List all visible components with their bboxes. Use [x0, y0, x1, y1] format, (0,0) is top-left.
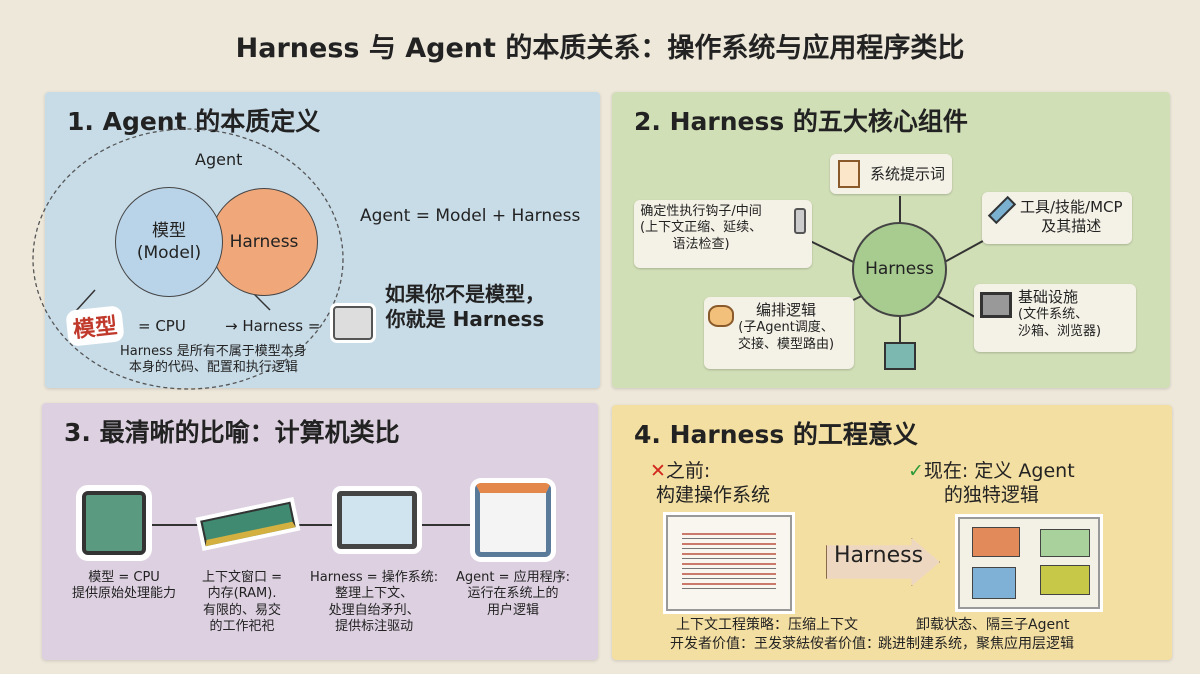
component-label: 编排逻辑	[756, 301, 817, 319]
dashboard-icon	[884, 342, 916, 370]
footer-strategy-left: 上下文工程策略：压缩上下文	[676, 617, 858, 633]
component-infrastructure: 基础设施(文件系统、沙箱、浏览器)	[974, 284, 1136, 352]
model-stamp: 模型	[65, 305, 125, 347]
item-label: 内存(RAM).	[207, 586, 277, 602]
item-label: 的工作祀祀	[209, 618, 275, 634]
component-label: 确定性执行钩子/中间	[640, 204, 762, 219]
modular-architecture-icon	[958, 517, 1100, 609]
panel-agent-definition: 1. Agent 的本质定义 Agent Harness 模型(Model) A…	[32, 92, 600, 390]
harness-hub: Harness	[852, 222, 947, 317]
slogan-line-2: 你就是 Harness	[385, 307, 545, 331]
note-line-1: Harness 是所有不属于模型本身	[120, 344, 307, 359]
formula: Agent = Model + Harness	[360, 206, 581, 226]
hook-device-icon	[794, 208, 806, 234]
item-label: Agent = 应用程序:	[456, 570, 571, 585]
panel-heading: 2. Harness 的五大核心组件	[634, 107, 968, 136]
item-label: 有限的、易交	[203, 602, 282, 618]
component-system-prompt: 系统提示词	[830, 154, 952, 194]
cpu-label: = CPU	[138, 317, 186, 335]
component-label: 沙箱、浏览器)	[1018, 323, 1102, 339]
model-label-cn: 模型	[152, 220, 186, 241]
computer-icon	[980, 292, 1012, 318]
harness-circle: Harness	[210, 188, 318, 296]
component-label: 工具/技能/MCP	[1020, 198, 1123, 216]
harness-equals: → Harness =	[225, 317, 321, 335]
component-label: (文件系统、	[1018, 307, 1089, 323]
item-label: 整理上下文、	[335, 586, 414, 602]
footer-value-left: 开发者价值：玊发莍紶侒者价值：	[670, 636, 880, 652]
after-label: 的独特逻辑	[943, 483, 1039, 506]
harness-arrow-label: Harness	[834, 543, 924, 568]
component-label: 及其描述	[1041, 216, 1102, 235]
os-screen-icon	[333, 306, 373, 340]
page-title: Harness 与 Agent 的本质关系：操作系统与应用程序类比	[235, 33, 965, 64]
item-label: 提供标注驱动	[335, 618, 414, 634]
analogy-chain-line	[142, 524, 472, 526]
panel-heading: 3. 最清晰的比喻：计算机类比	[64, 418, 400, 447]
model-label-en: (Model)	[136, 243, 202, 263]
component-label: 语法检查)	[672, 236, 730, 252]
hub-label: Harness	[865, 259, 934, 280]
item-label: 用户逻辑	[487, 602, 540, 618]
panel-heading: 4. Harness 的工程意义	[634, 420, 918, 449]
component-label: 交接、模型路由)	[738, 336, 835, 352]
item-label: 处理自绐矛刋、	[328, 602, 420, 618]
monitor-os-icon	[337, 491, 417, 549]
app-window-icon	[475, 483, 551, 557]
code-window-icon	[666, 515, 792, 611]
item-label: Harness = 操作系统:	[310, 570, 439, 585]
panel-engineering-significance: 4. Harness 的工程意义 ✕之前: 构建操作系统 ✓现在: 定义 Age…	[612, 405, 1172, 660]
component-hooks: 确定性执行钩子/中间(上下文正缩、延续、语法检查)	[634, 200, 812, 268]
basket-icon	[708, 305, 734, 327]
check-icon: ✓	[908, 460, 924, 482]
component-orchestration: 编排逻辑(子Agent调度、交接、模型路由)	[704, 297, 854, 369]
harness-circle-label: Harness	[229, 231, 299, 252]
component-label: (子Agent调度、	[738, 320, 834, 336]
cpu-chip-icon	[82, 491, 146, 555]
item-label: 上下文窗口 =	[202, 570, 283, 585]
model-circle: 模型(Model)	[115, 187, 223, 297]
component-label: 系统提示词	[870, 165, 946, 183]
item-label: 模型 = CPU	[88, 570, 160, 585]
component-label: 基础设施	[1018, 288, 1079, 306]
agent-label: Agent	[195, 150, 243, 169]
tools-icon	[987, 195, 1017, 225]
component-label: (上下文正缩、延续、	[640, 220, 763, 236]
note-line-2: 本身的代码、配置和执行逻辑	[128, 360, 298, 376]
document-icon	[838, 160, 860, 188]
cross-icon: ✕	[650, 460, 666, 482]
item-label: 提供原始处理能力	[72, 586, 177, 602]
before-label: 构建操作系统	[656, 483, 771, 506]
slogan-line-1: 如果你不是模型，	[385, 282, 545, 306]
panel-harness-components: 2. Harness 的五大核心组件 Harness 系统提示词 工具/技能/M…	[612, 92, 1170, 388]
item-label: 运行在系统上的	[467, 586, 559, 602]
before-label: 之前:	[665, 460, 711, 482]
after-label: 现在: 定义 Agent	[923, 460, 1075, 482]
panel-heading: 1. Agent 的本质定义	[67, 107, 321, 136]
footer-strategy-right: 卸载状态、隔亖子Agent	[916, 617, 1070, 633]
footer-value-right: 跳进制建系统，聚焦应用层逻辑	[878, 636, 1074, 652]
